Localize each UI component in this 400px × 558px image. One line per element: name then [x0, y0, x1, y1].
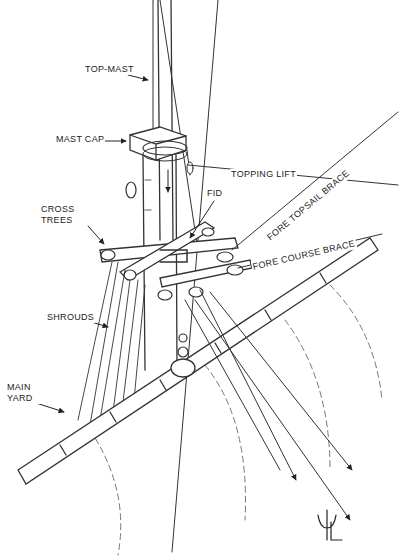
part-label: TOPPING LIFT	[230, 169, 297, 180]
part-label: FID	[206, 188, 223, 199]
part-label: SHROUDS	[46, 312, 95, 323]
part-label: MAIN YARD	[6, 382, 42, 404]
part-label: TOP-MAST	[84, 64, 135, 75]
part-label: CROSS TREES	[40, 204, 86, 226]
part-label: MAST CAP	[55, 134, 105, 145]
